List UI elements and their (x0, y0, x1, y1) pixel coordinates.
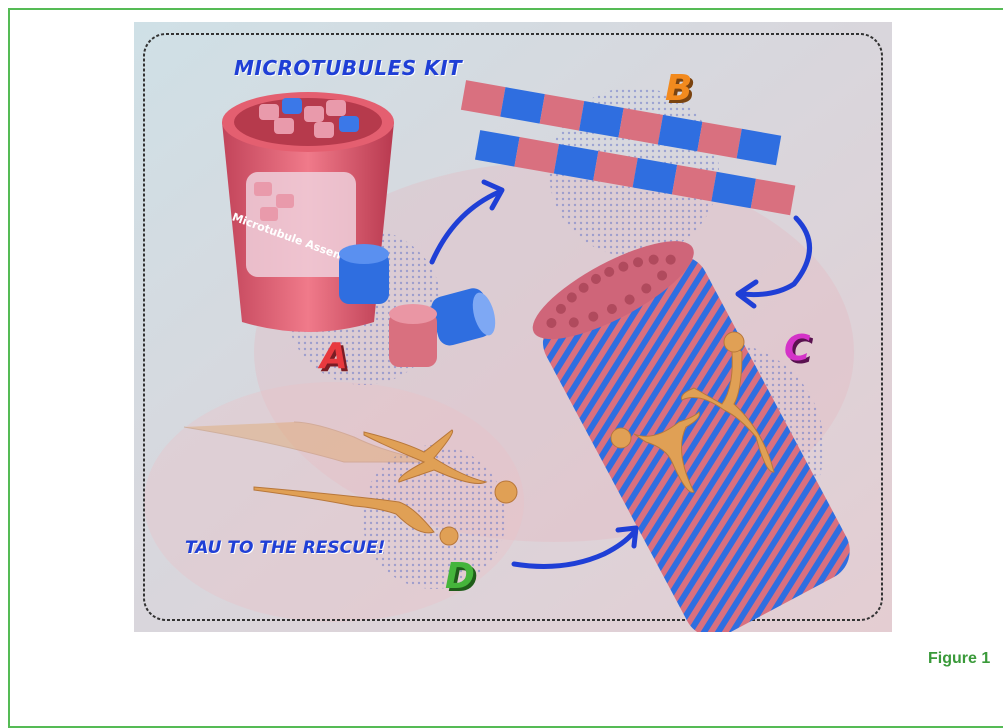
microtubule-illustration: Microtubule Assembly Kit (134, 22, 892, 632)
panel-label-a: A (320, 336, 348, 377)
tau-caption: TAU TO THE RESCUE! (185, 538, 385, 558)
panel-label-d: D (445, 556, 475, 597)
panel-label-c: C (784, 328, 810, 369)
figure-label: Figure 1 (928, 650, 990, 668)
kit-title: MICROTUBULES KIT (234, 56, 462, 80)
panel-label-b: B (665, 68, 692, 109)
